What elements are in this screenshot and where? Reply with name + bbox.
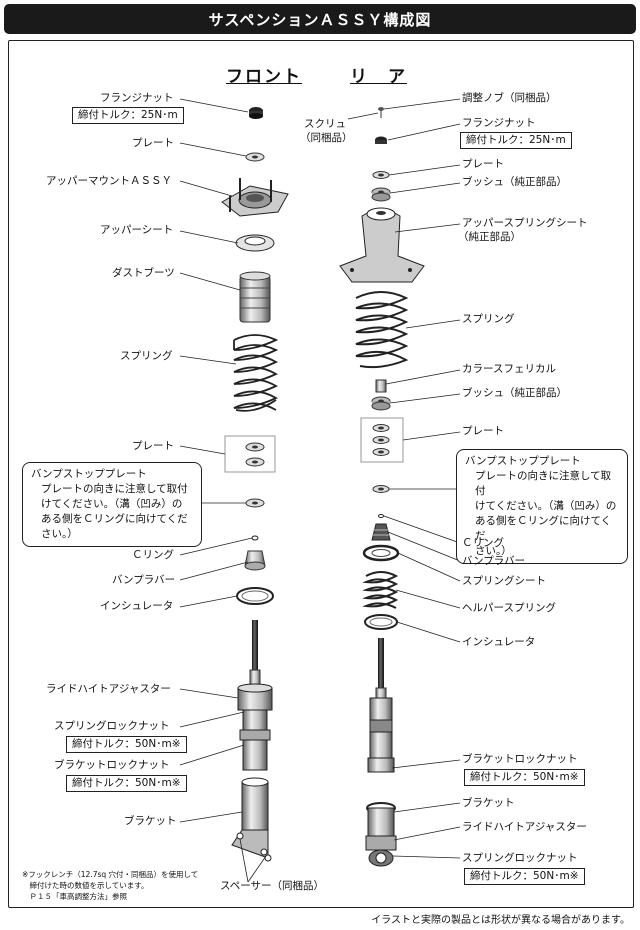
rear-helper-spring-label: ヘルパースプリング [462,602,556,614]
rear-flange-nut-torque: 締付トルク：25N･m [460,132,572,149]
rear-bump-rubber-label: バンプラバー [462,555,526,567]
front-leader-lines [179,98,267,883]
rear-plate1-label: プレート [462,158,504,170]
front-insulator-icon [236,587,274,605]
rear-flange-nut-label: フランジナット [462,117,536,129]
front-bracket-icon [231,777,272,862]
front-bump-note-line: さい。） [41,528,78,540]
front-ride-height-adjuster-label: ライドハイトアジャスター [46,683,171,695]
rear-bracket-icon [365,802,397,867]
rear-collar-icon [375,379,387,393]
rear-helper-spring-icon [362,571,399,609]
front-spring-lock-nut-torque: 締付トルク：50N･m※ [66,736,187,753]
rear-bump-stop-note: バンプストッププレート プレートの向きに注意して取付 けてください。（溝（凹み）… [456,449,628,564]
rear-bracket-lock-nut-label: ブラケットロックナット [462,753,578,765]
front-spring-icon [233,334,279,412]
rear-bump-note-line: けてください。（溝（凹み）の [475,500,617,512]
front-bracket-lock-nut-label: ブラケットロックナット [54,759,170,771]
front-plate2-icon [224,435,276,473]
rear-shock-absorber-icon [367,638,395,773]
front-footnote-line: ※フックレンチ（12.7sq 穴付・同梱品）を使用して [22,870,199,879]
rear-spring-seat-label: スプリングシート [462,575,546,587]
front-upper-mount-label: アッパーマウントＡＳＳＹ [46,175,172,187]
rear-bracket-label: ブラケット [462,797,515,809]
rear-spring-lock-nut-label: スプリングロックナット [462,852,578,864]
front-spring-label: スプリング [120,350,173,362]
front-c-ring-icon [251,535,259,541]
rear-plate2-icon [360,417,404,463]
front-bump-rubber-label: バンプラバー [112,574,176,586]
rear-spring-icon [355,291,409,369]
rear-bush1-label: ブッシュ（純正部品） [462,176,567,188]
rear-bump-note-title: バンプストッププレート [465,455,581,467]
rear-upper-spring-seat-label-sub: （純正部品） [458,231,521,243]
rear-leader-lines [347,98,461,859]
rear-ride-height-adjuster-label: ライドハイトアジャスター [462,821,587,833]
rear-bracket-lock-nut-torque: 締付トルク：50N･m※ [464,769,585,786]
front-upper-mount-icon [221,178,289,217]
rear-plate1-icon [372,171,390,179]
rear-adjust-knob-label: 調整ノブ（同梱品） [462,92,557,104]
rear-screw-label: スクリュ [304,118,346,130]
front-bump-note-line: プレートの向きに注意して取付 [41,483,188,495]
rear-c-ring-label: Ｃリング [462,537,504,549]
rear-screw-icon [378,107,384,118]
front-footnote-line: 締付けた時の数値を示しています。 [22,881,149,890]
front-plate1-label: プレート [132,137,174,149]
front-bump-rubber-icon [244,550,266,571]
front-bracket-label: ブラケット [124,815,177,827]
front-bump-stop-note: バンプストッププレート プレートの向きに注意して取付 けてください。（溝（凹み）… [22,462,202,547]
rear-collar-label: カラースフェリカル [462,363,556,375]
rear-bush1-icon [371,187,391,202]
front-flange-nut-torque: 締付トルク：25N･m [72,107,184,124]
front-column-title: フロント [226,67,302,87]
diagram-frame [8,40,634,908]
rear-spring-label: スプリング [462,313,515,325]
front-spacer-label: スペーサー（同梱品） [220,880,325,892]
front-dust-boot-icon [239,271,271,323]
front-bump-stop-plate-icon [245,498,265,508]
front-plate2-label: プレート [132,440,174,452]
disclaimer-text: イラストと実際の製品とは形状が異なる場合があります。 [371,915,630,926]
page-title: サスペンションＡＳＳＹ構成図 [4,4,636,34]
rear-spring-lock-nut-torque: 締付トルク：50N･m※ [464,868,585,885]
rear-bush2-icon [371,396,391,411]
front-c-ring-label: Ｃリング [132,549,174,561]
front-upper-seat-icon [235,234,275,252]
rear-bump-rubber-icon [371,523,391,541]
rear-c-ring-icon [378,514,384,518]
rear-insulator-label: インシュレータ [462,636,536,648]
rear-spring-seat-icon [362,544,400,562]
rear-upper-spring-seat-label: アッパースプリングシート [462,217,588,229]
front-bracket-lock-nut-torque: 締付トルク：50N･m※ [66,775,187,792]
front-upper-seat-label: アッパーシート [100,224,174,236]
rear-bush2-label: ブッシュ（純正部品） [462,387,567,399]
rear-bump-note-line: さい。） [475,545,512,557]
front-insulator-label: インシュレータ [100,600,174,612]
front-bump-note-title: バンプストッププレート [31,468,147,480]
rear-upper-spring-seat-icon [339,207,425,283]
front-spring-lock-nut-label: スプリングロックナット [54,720,170,732]
front-plate1-icon [245,152,265,162]
front-footnote-line: Ｐ１５「車高調整方法」参照 [22,892,127,901]
rear-bump-stop-plate-icon [372,485,390,493]
front-flange-nut-label: フランジナット [100,92,174,104]
rear-column-title: リ ア [350,67,407,87]
front-bump-note-line: ある側をＣリングに向けてくだ [41,513,188,525]
front-flange-nut-icon [249,107,263,119]
front-shock-absorber-icon [237,620,273,771]
rear-flange-nut-icon [375,136,387,144]
rear-insulator-icon [364,614,398,630]
rear-screw-label-sub: （同梱品） [300,132,353,144]
front-bump-note-line: けてください。（溝（凹み）の [41,498,183,510]
rear-bump-note-line: プレートの向きに注意して取付 [475,470,612,497]
front-dust-boot-label: ダストブーツ [112,267,175,279]
rear-bump-note-line: ある側をＣリングに向けてくだ [475,515,612,542]
rear-plate2-label: プレート [462,425,504,437]
